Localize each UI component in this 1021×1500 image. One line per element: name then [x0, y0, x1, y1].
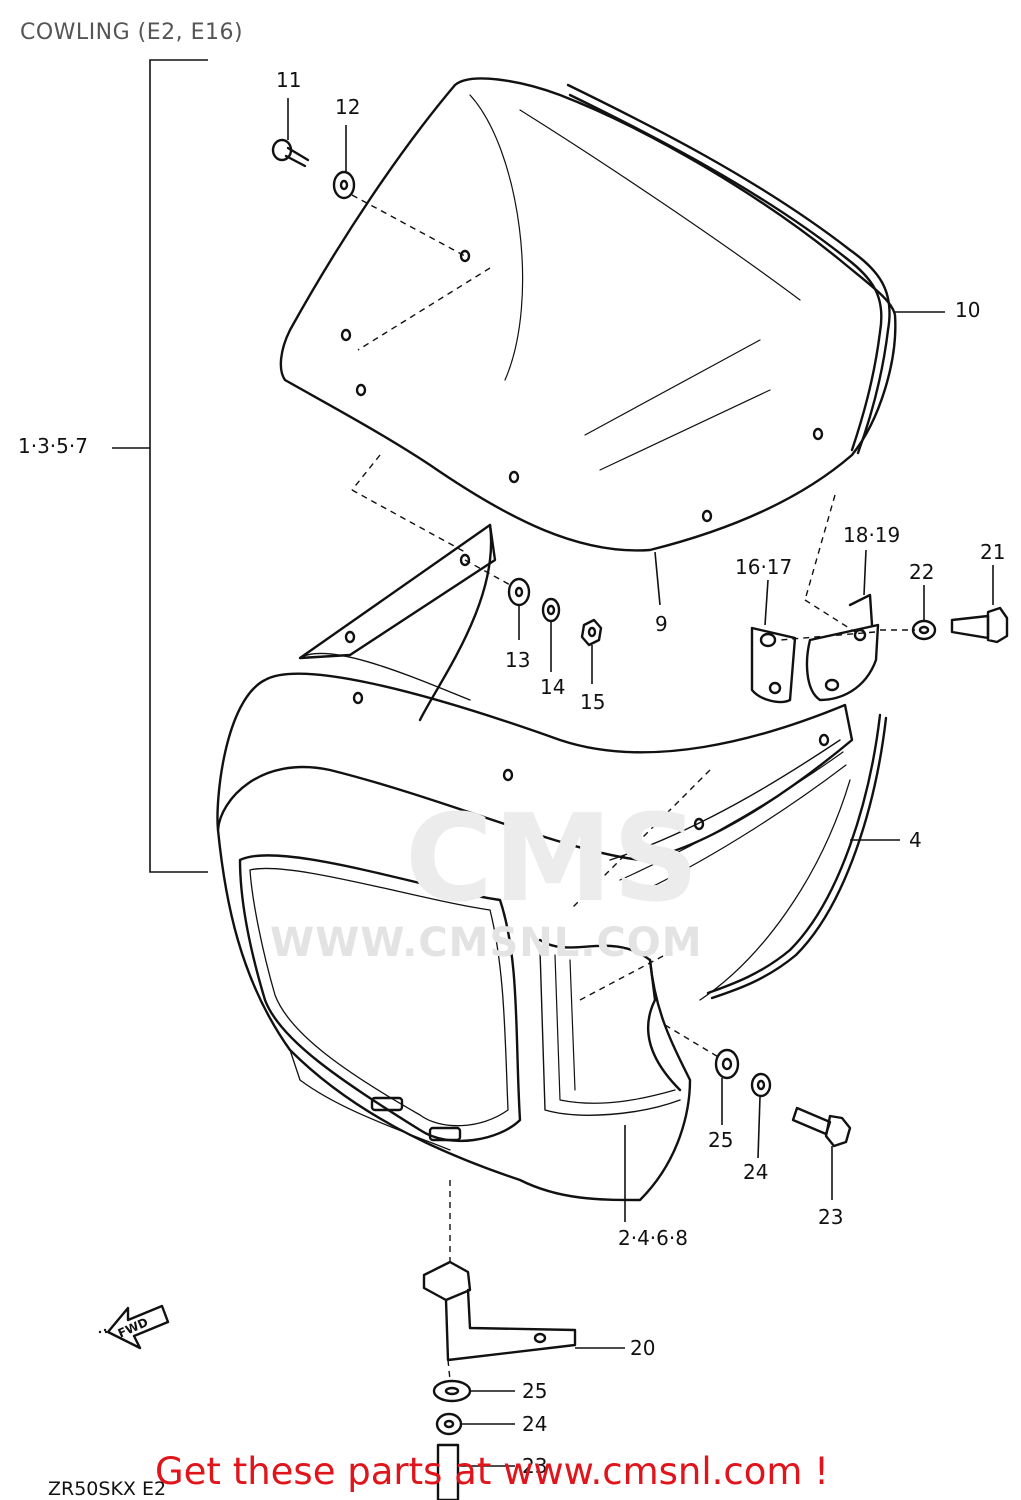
label-25-bottom: 25 [522, 1379, 548, 1403]
hardware [273, 140, 1007, 1500]
label-10: 10 [955, 298, 981, 322]
label-9: 9 [655, 612, 668, 636]
leader-lines [112, 60, 993, 1466]
label-25-right: 25 [708, 1128, 734, 1152]
footer-link[interactable]: Get these parts at www.cmsnl.com ! [155, 1450, 830, 1493]
label-24-right: 24 [743, 1160, 769, 1184]
label-20: 20 [630, 1336, 656, 1360]
label-18-19: 18·19 [843, 523, 901, 547]
label-11: 11 [276, 68, 302, 92]
label-22: 22 [909, 560, 935, 584]
diagram-code: ZR50SKX E2 [48, 1478, 167, 1500]
label-assembly-1357: 1·3·5·7 [18, 434, 88, 458]
edge-trim [708, 715, 886, 998]
label-23-bottom: 23 [522, 1454, 548, 1478]
watermark-url: WWW.CMSNL.COM [270, 920, 703, 966]
inner-bracket [300, 525, 495, 720]
side-brackets [752, 595, 878, 702]
watermark-logo: CMS [405, 790, 699, 929]
label-12: 12 [335, 95, 361, 119]
label-14: 14 [540, 675, 566, 699]
label-15: 15 [580, 690, 606, 714]
windscreen-trim [568, 85, 890, 453]
label-23-right: 23 [818, 1205, 844, 1229]
windscreen [281, 78, 895, 550]
fwd-arrow-icon [100, 1306, 168, 1348]
label-13: 13 [505, 648, 531, 672]
label-16-17: 16·17 [735, 555, 793, 579]
label-4: 4 [909, 828, 922, 852]
cowling-body [218, 674, 852, 1200]
label-24-bottom: 24 [522, 1412, 548, 1436]
diagram-title: COWLING (E2, E16) [20, 20, 244, 45]
assembly-dash-lines [352, 195, 915, 1380]
label-21: 21 [980, 540, 1006, 564]
label-assembly-2468: 2·4·6·8 [618, 1226, 688, 1250]
